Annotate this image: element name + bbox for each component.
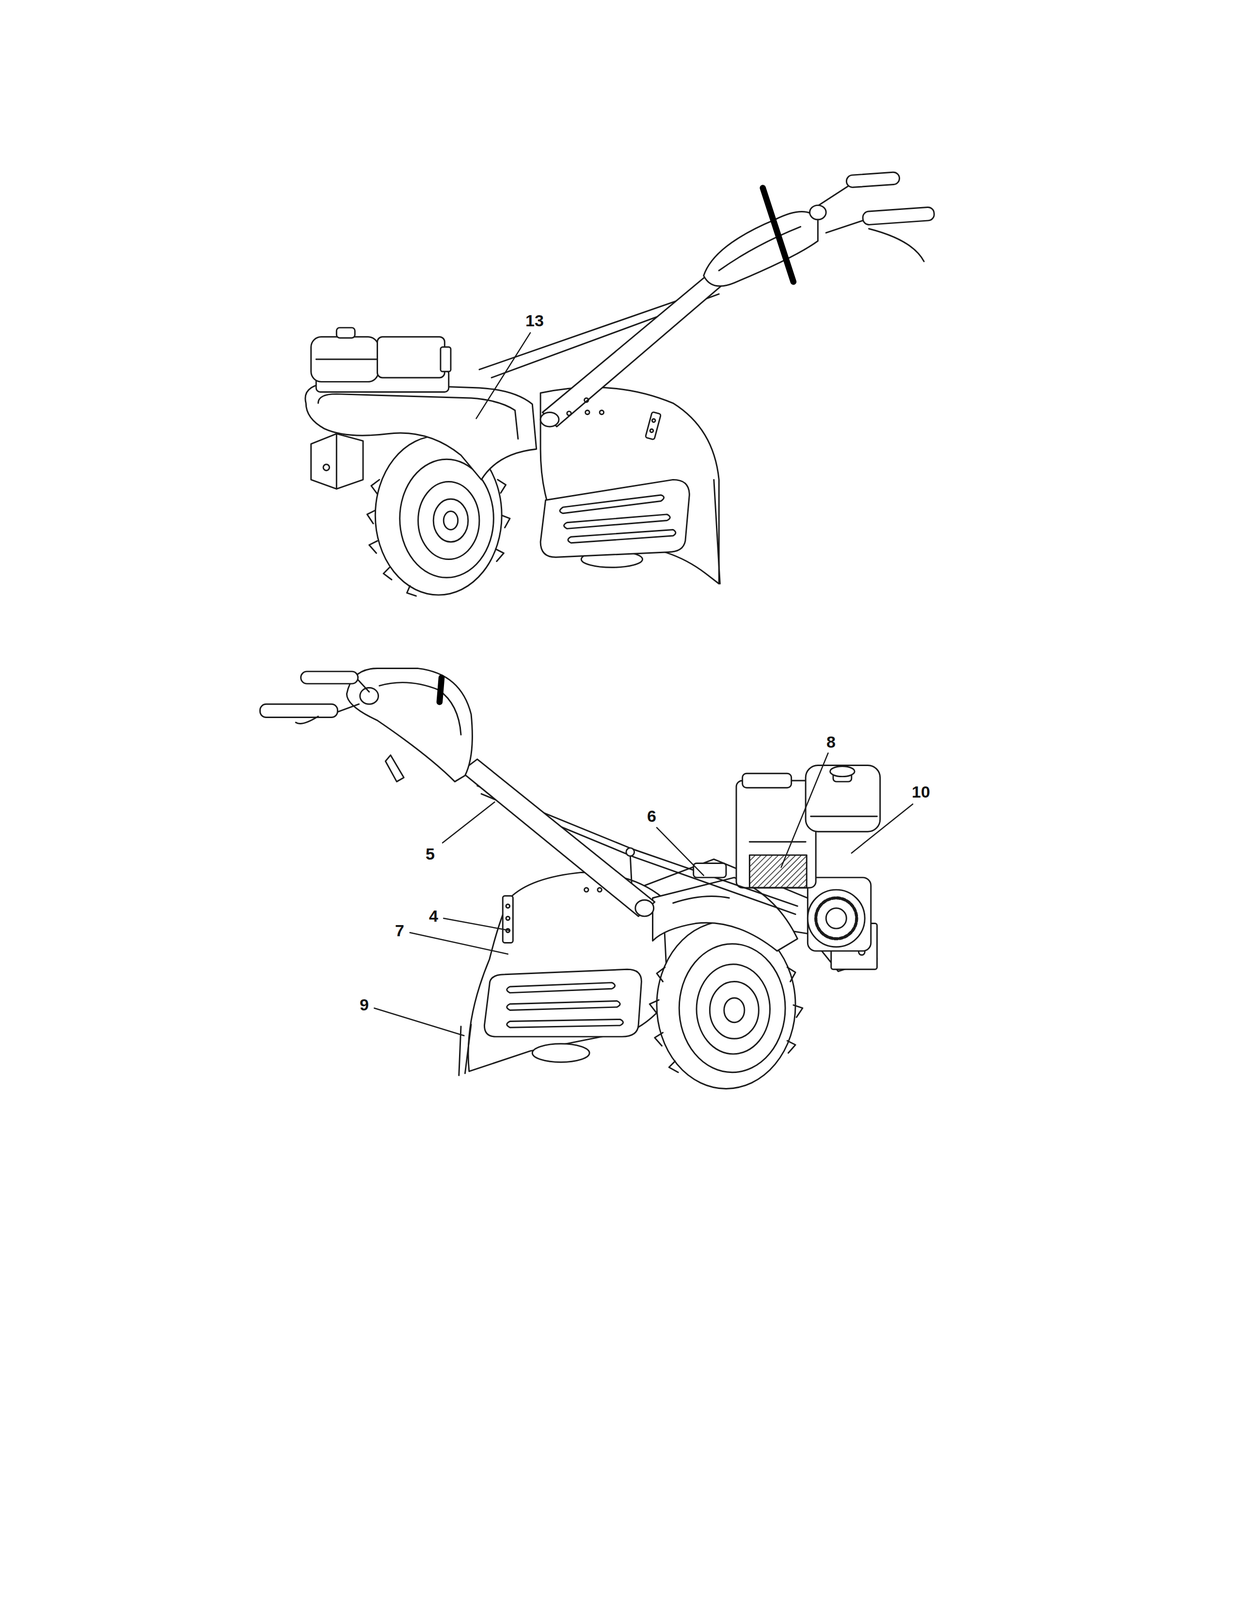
tine [532, 1043, 590, 1062]
bottom-tiller [507, 1018, 624, 1028]
leader-line [851, 803, 913, 853]
shift-knob [439, 677, 442, 702]
leader-line [656, 827, 704, 876]
side-plate [540, 479, 690, 557]
side-plate [484, 968, 642, 1037]
grip [862, 206, 935, 226]
leader-line [781, 752, 829, 868]
depth-stake [645, 411, 661, 440]
leader-line [374, 1007, 464, 1036]
callout-number: 5 [425, 845, 435, 862]
bottom-tiller [810, 815, 878, 817]
shroud [807, 877, 871, 951]
top-tiller [584, 397, 589, 402]
top-tiller [335, 433, 338, 490]
recoil-starter [807, 889, 865, 947]
bottom-tiller [360, 687, 379, 705]
bottom-tiller [260, 668, 881, 1089]
leader-line [410, 932, 508, 954]
leader-lines [374, 332, 913, 1036]
bottom-tiller [724, 997, 745, 1022]
grip [301, 671, 359, 684]
callout-number: 10 [911, 783, 931, 800]
bail [869, 228, 925, 262]
handle-tube [542, 269, 727, 427]
fuel-tank [805, 764, 881, 832]
bottom-tiller [815, 897, 857, 939]
top-tiller [568, 529, 676, 543]
front-bracket [311, 433, 364, 490]
fender [305, 382, 537, 480]
top-tiller [599, 410, 604, 414]
top-tiller [567, 411, 571, 415]
leader-line [476, 332, 531, 419]
top-tiller [809, 205, 827, 220]
top-tiller [305, 171, 935, 596]
bottom-tiller [584, 887, 589, 892]
engine-block [736, 780, 816, 888]
hood-flap [459, 1024, 472, 1076]
top-tiller [559, 494, 665, 514]
bottom-tiller [506, 903, 510, 908]
tine-hood [468, 871, 668, 1071]
hub [709, 981, 759, 1039]
callout-number: 13 [525, 312, 544, 329]
top-tiller [585, 410, 590, 414]
top-tiller [443, 511, 458, 530]
leader-line [443, 918, 510, 931]
callout-number: 4 [428, 907, 439, 924]
bottom-tiller [506, 916, 510, 920]
control-housing [703, 211, 819, 287]
fuel-tank [311, 336, 379, 382]
bottom-tiller [379, 682, 461, 735]
bottom-tiller [749, 840, 806, 843]
bottom-tiller [673, 895, 730, 903]
top-tiller [440, 347, 451, 372]
engine-block [377, 336, 445, 378]
bottom-tiller [507, 982, 616, 993]
callout-number: 6 [647, 807, 657, 824]
bottom-tiller [825, 907, 847, 929]
callout-number: 9 [359, 996, 369, 1013]
bottom-tiller [597, 887, 602, 892]
top-tiller [316, 358, 378, 361]
fender [652, 877, 798, 951]
fuel-cap [830, 766, 855, 777]
bail [295, 715, 318, 724]
top-tiller [418, 481, 480, 560]
hub [433, 498, 469, 542]
grip [260, 703, 338, 717]
top-tiller [563, 514, 670, 529]
top-tiller [540, 412, 559, 427]
depth-stake [502, 895, 513, 943]
top-tiller [651, 418, 656, 423]
grip [846, 171, 901, 188]
bottom-tiller [635, 899, 654, 917]
bottom-tiller [696, 964, 770, 1054]
handle-tube [460, 759, 655, 917]
bottom-tiller [626, 847, 635, 856]
leader-line [442, 801, 495, 843]
bottom-tiller [507, 1000, 621, 1010]
top-tiller [649, 428, 654, 433]
top-tiller [323, 464, 330, 471]
lever [385, 754, 404, 782]
cooling-fins [749, 855, 807, 888]
fuel-cap [336, 327, 355, 338]
shift-knob [762, 188, 794, 283]
callout-number: 8 [826, 733, 836, 750]
hood-flap [713, 479, 721, 584]
callout-number: 7 [395, 921, 405, 939]
bottom-tiller [742, 773, 792, 788]
rim [679, 943, 786, 1073]
control-housing [346, 668, 473, 782]
